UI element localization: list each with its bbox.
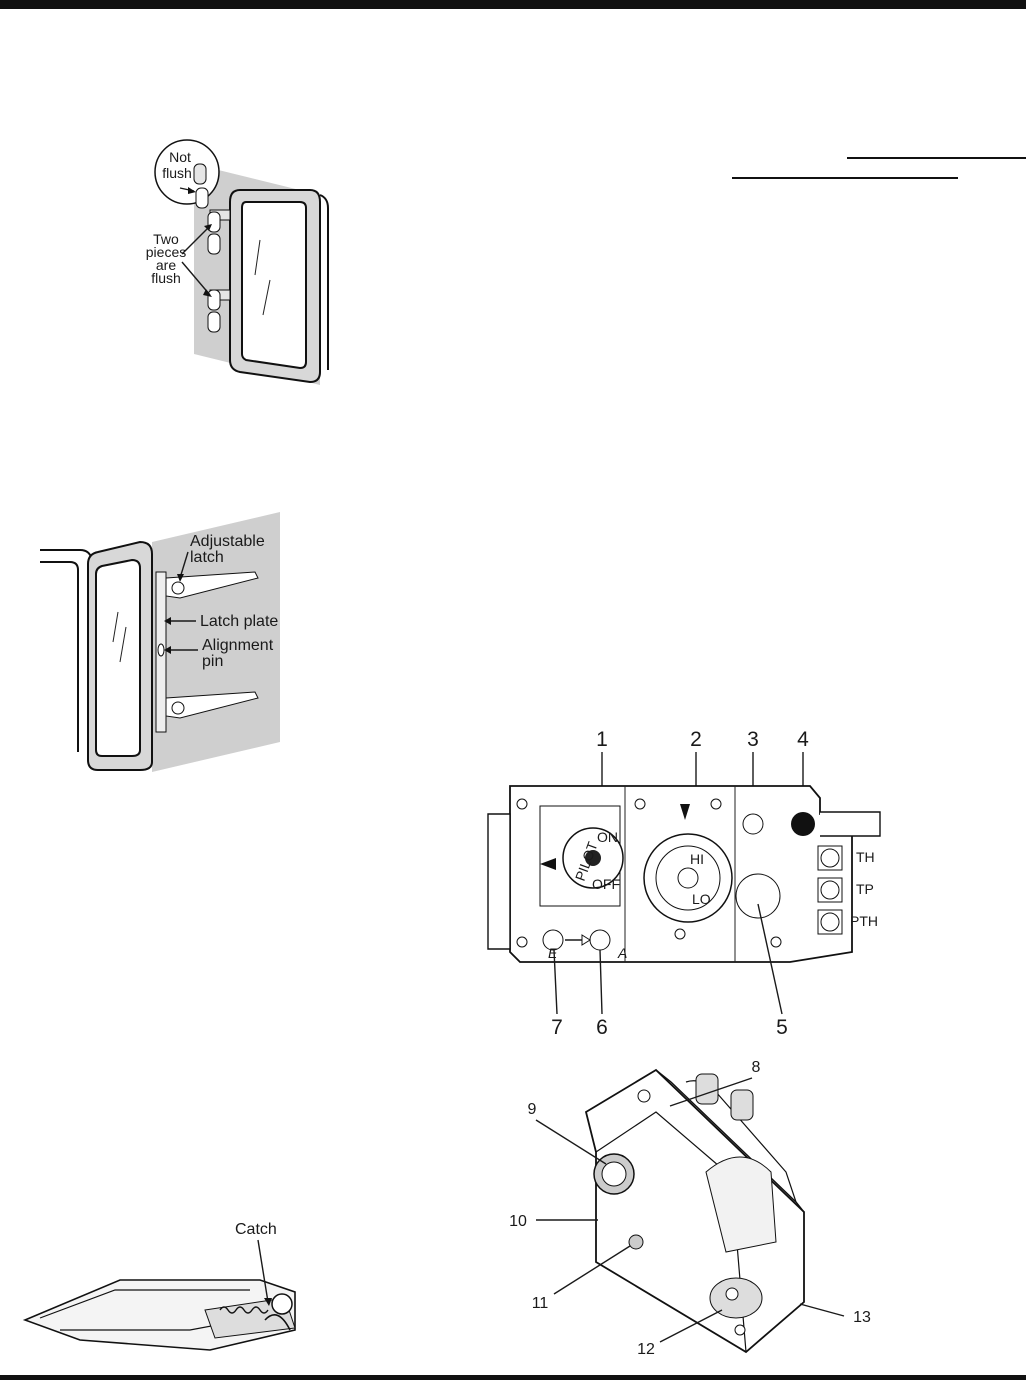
callout-8: 8 — [752, 1059, 761, 1076]
callout-3: 3 — [747, 728, 759, 751]
catch-label: Catch — [235, 1221, 277, 1238]
knob-hi-label: HI — [690, 851, 704, 867]
knob-on-label: ON — [597, 829, 618, 845]
knob-off-label: OFF — [592, 876, 620, 892]
callout-12: 12 — [637, 1341, 655, 1358]
callout-10: 10 — [509, 1213, 527, 1230]
port-a-label: A — [617, 945, 627, 961]
bottom-rule — [0, 1375, 1026, 1380]
callout-7: 7 — [551, 1016, 563, 1039]
top-rule — [0, 0, 1026, 9]
callout-11: 11 — [532, 1295, 549, 1312]
callout-5: 5 — [776, 1016, 788, 1039]
callout-4: 4 — [797, 728, 809, 751]
adjustable-latch-label-1: Adjustable — [190, 533, 265, 550]
terminal-pth: PTH — [850, 913, 878, 929]
callout-6: 6 — [596, 1016, 608, 1039]
terminal-block — [817, 845, 843, 935]
latch-figure: Adjustable latch Latch plate Alignment p… — [40, 512, 280, 772]
port-e-label: E — [548, 945, 558, 961]
terminal-tp: TP — [856, 881, 874, 897]
not-flush-label-2: flush — [162, 165, 192, 181]
underline-1 — [847, 157, 1026, 159]
valve-top-figure: 1 2 3 4 PILOT ON OFF HI LO TH TP PTH E A — [487, 728, 881, 1039]
two-pieces-label-1: Two — [153, 231, 179, 247]
latch-plate-label: Latch plate — [200, 613, 278, 630]
two-pieces-label-4: flush — [151, 270, 181, 286]
alignment-pin-label-1: Alignment — [202, 637, 274, 654]
knob-lo-label: LO — [692, 891, 711, 907]
callout-2: 2 — [690, 728, 702, 751]
alignment-pin-label-2: pin — [202, 653, 223, 670]
two-pieces-label-3: are — [156, 257, 176, 273]
terminal-th: TH — [856, 849, 875, 865]
underline-2 — [732, 177, 958, 179]
adjustable-latch-label-2: latch — [190, 549, 224, 566]
not-flush-label-1: Not — [169, 149, 191, 165]
two-pieces-label-2: pieces — [146, 244, 186, 260]
callout-13: 13 — [853, 1309, 871, 1326]
catch-figure: Catch — [22, 1221, 296, 1351]
callout-9: 9 — [528, 1101, 537, 1118]
callout-1: 1 — [596, 728, 608, 751]
valve-bottom-figure: 8 9 10 11 12 13 — [509, 1059, 871, 1358]
door-flush-figure: Not flush Two pieces are flush — [146, 139, 329, 385]
